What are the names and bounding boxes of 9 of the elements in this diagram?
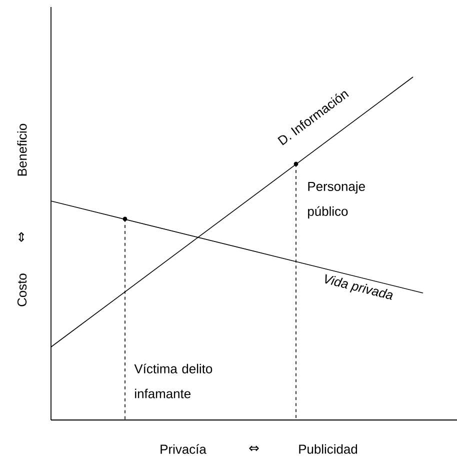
point-label: Víctima delito infamante (134, 364, 212, 398)
axis-label: Costo (17, 274, 27, 306)
axis-label: Beneficio (17, 124, 27, 176)
line-label: Vida privada (325, 274, 393, 300)
axis-arrow-symbol: ⇔ (249, 446, 259, 452)
axis-label: Publicidad (299, 444, 358, 454)
axis-arrow-symbol: ⇔ (18, 232, 24, 242)
point-label: Personaje público (308, 182, 365, 218)
axis-label: Privacía (160, 444, 206, 454)
